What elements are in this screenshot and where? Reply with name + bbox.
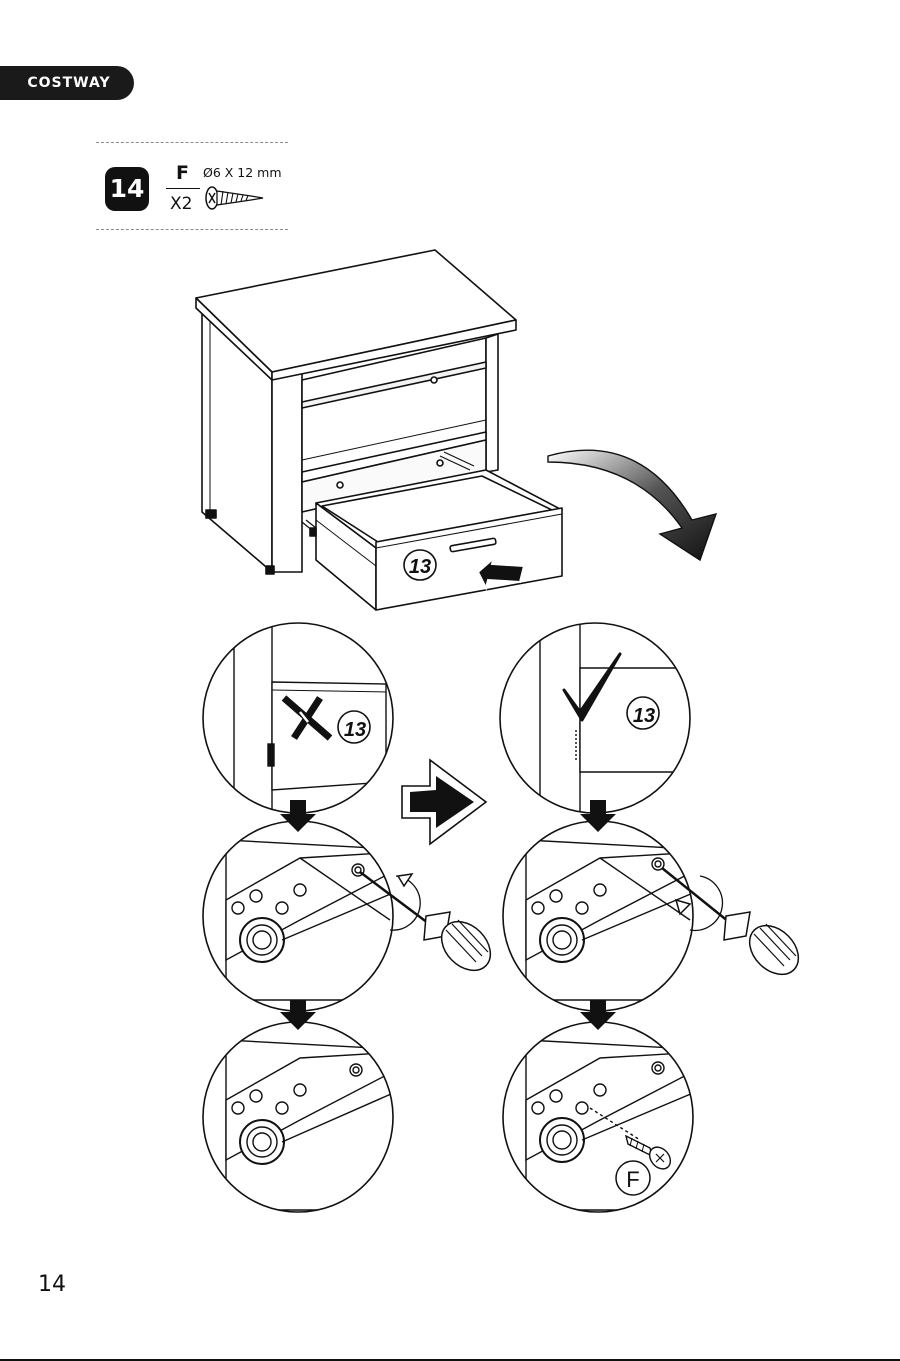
correct-detail-label: 13 — [633, 705, 655, 727]
curved-arrow-icon — [548, 450, 716, 560]
drawer-label: 13 — [409, 556, 431, 578]
drawer-label-badge: 13 — [404, 550, 436, 580]
page-number: 14 — [38, 1272, 66, 1297]
detail-bracket-left-2 — [226, 1040, 410, 1210]
detail-circle-correct — [540, 600, 700, 830]
wrong-detail-label: 13 — [344, 719, 366, 741]
detail-bracket-left-1 — [226, 840, 410, 1000]
nightstand-cabinet — [196, 250, 562, 610]
screw-part-label: F — [626, 1167, 639, 1192]
detail-bracket-right-1 — [526, 840, 710, 1000]
